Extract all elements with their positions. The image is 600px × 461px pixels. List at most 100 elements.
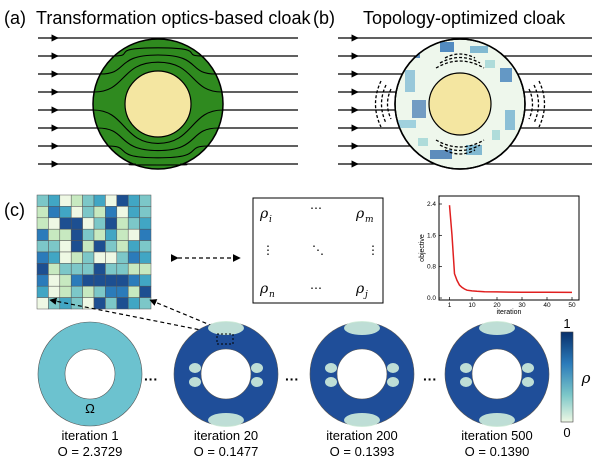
density-cell — [93, 297, 106, 310]
matrix-ddots: ⋱ — [312, 243, 324, 257]
density-cell — [93, 217, 106, 230]
bent-field-line — [94, 61, 222, 93]
iteration-ring-3 — [309, 321, 415, 427]
density-cell — [59, 228, 72, 241]
density-cell — [48, 251, 61, 264]
cloaked-object — [124, 70, 192, 138]
chart-ylabel: objective — [419, 234, 426, 262]
density-cell — [105, 206, 118, 219]
rho-j-sub: j — [363, 290, 368, 300]
x-tick-label: 50 — [568, 302, 576, 309]
iteration-ring-1 — [37, 321, 143, 427]
rho-m: ρ — [355, 206, 365, 222]
plot-frame — [438, 195, 580, 301]
density-cell — [59, 274, 72, 287]
domain-omega: Ω — [85, 401, 95, 416]
density-cell — [48, 263, 61, 276]
density-cell — [105, 297, 118, 310]
density-cell — [59, 263, 72, 276]
density-cell — [105, 251, 118, 264]
x-tick-label: 30 — [518, 302, 526, 309]
density-cell — [116, 274, 129, 287]
y-tick-label: 0.0 — [427, 295, 436, 302]
density-cell — [127, 263, 140, 276]
zoom-box — [216, 333, 234, 345]
density-cell — [139, 297, 152, 310]
density-cell — [36, 274, 49, 287]
chart-xlabel: iteration — [497, 309, 522, 316]
density-cell — [82, 274, 95, 287]
x-tick-label: 1 — [448, 302, 452, 309]
density-grid — [36, 194, 152, 310]
rho-n: ρ — [259, 281, 269, 297]
x-tick-label: 10 — [468, 302, 476, 309]
density-cell — [70, 217, 83, 230]
density-cell — [139, 194, 152, 207]
objective-series-line — [448, 205, 573, 294]
density-cell — [59, 217, 72, 230]
density-cell — [116, 263, 129, 276]
density-cell — [36, 228, 49, 241]
density-cell — [82, 194, 95, 207]
density-cell — [70, 263, 83, 276]
density-cell — [82, 285, 95, 298]
density-cell — [116, 297, 129, 310]
rho-i-sub: i — [269, 215, 272, 225]
density-cell — [70, 240, 83, 253]
ellipsis-1: ··· — [144, 371, 158, 387]
bent-field-line — [128, 163, 188, 166]
panel-a-label: (a) — [4, 8, 26, 28]
iteration-ring-2 — [173, 321, 279, 427]
panel-b-title: Topology-optimized cloak — [363, 8, 566, 28]
matrix-vdots-left: ⋮ — [262, 243, 274, 257]
colorbar-symbol: ρ — [581, 369, 591, 387]
density-cell — [59, 240, 72, 253]
density-cell — [59, 251, 72, 264]
density-cell — [70, 251, 83, 264]
y-tick-label: 2.4 — [427, 201, 436, 208]
density-cell — [116, 228, 129, 241]
rho-m-sub: m — [365, 215, 374, 225]
iteration-objective-20: O = 0.1477 — [194, 444, 259, 459]
density-cell — [105, 263, 118, 276]
x-tick-label: 40 — [543, 302, 551, 309]
cloaked-object-b — [428, 72, 492, 136]
iteration-objective-1: O = 2.3729 — [58, 444, 123, 459]
density-cell — [82, 206, 95, 219]
density-cell — [36, 263, 49, 276]
colorbar-min: 0 — [563, 425, 570, 440]
density-cell — [139, 251, 152, 264]
density-cell — [127, 251, 140, 264]
matrix-hdots-top: ⋯ — [310, 201, 322, 215]
bent-field-line — [100, 54, 216, 75]
density-cell — [116, 194, 129, 207]
bent-field-line — [108, 145, 208, 159]
density-cell — [116, 206, 129, 219]
bent-field-line — [93, 109, 223, 144]
iteration-label-1: iteration 1 — [61, 428, 118, 443]
density-cell — [70, 194, 83, 207]
iteration-objective-500: O = 0.1390 — [465, 444, 530, 459]
density-cell — [127, 274, 140, 287]
density-cell — [93, 228, 106, 241]
density-cell — [127, 228, 140, 241]
density-cell — [59, 194, 72, 207]
density-cell — [105, 217, 118, 230]
density-cell — [93, 251, 106, 264]
density-cell — [82, 228, 95, 241]
density-cell — [48, 217, 61, 230]
density-cell — [127, 206, 140, 219]
ellipsis-3: ··· — [423, 371, 437, 387]
density-cell — [36, 217, 49, 230]
density-cell — [82, 217, 95, 230]
scattering-arcs — [374, 53, 546, 155]
density-cell — [48, 285, 61, 298]
density-cell — [127, 217, 140, 230]
density-cell — [70, 206, 83, 219]
iteration-ring-4 — [444, 321, 550, 427]
density-cell — [127, 194, 140, 207]
density-cell — [36, 285, 49, 298]
x-tick-label: 20 — [493, 302, 501, 309]
density-cell — [82, 251, 95, 264]
